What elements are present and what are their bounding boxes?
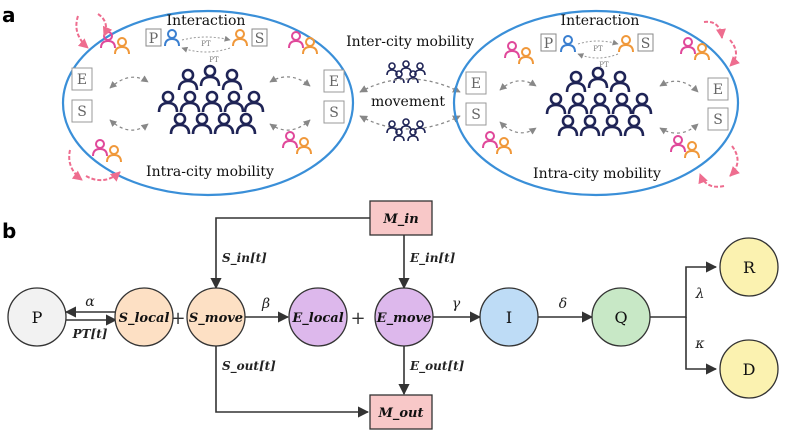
left-person-pair-icon <box>93 140 121 162</box>
right-city: Interaction P S PT PT E S E S Intra-city… <box>452 9 740 197</box>
svg-text:M_in: M_in <box>382 212 418 227</box>
left-person-pair-icon <box>283 132 311 154</box>
right-crowd-icon <box>547 68 651 136</box>
flow-edges <box>64 217 718 418</box>
small-person-icon <box>407 128 419 142</box>
label-s-out: S_out[t] <box>222 359 276 374</box>
edge-kappa <box>685 317 718 375</box>
left-box-e2: E <box>329 74 339 90</box>
node-p: P <box>7 287 67 347</box>
left-box-e: E <box>77 72 87 88</box>
panel-label-a: a <box>2 3 16 27</box>
right-box-s: S <box>641 36 651 52</box>
left-pink-arrow <box>68 149 83 181</box>
small-person-icon <box>393 128 405 142</box>
right-blue-person-icon <box>560 35 576 53</box>
left-blue-person-icon <box>164 29 180 47</box>
left-pink-arrow <box>97 13 113 37</box>
right-interaction-label: Interaction <box>561 13 640 29</box>
label-s-in: S_in[t] <box>222 251 267 266</box>
svg-text:R: R <box>743 258 756 277</box>
node-r: R <box>719 237 779 297</box>
node-m-out: M_out <box>369 394 433 430</box>
panel-label-b: b <box>2 219 16 243</box>
label-alpha: α <box>85 294 95 310</box>
right-pink-arrow <box>698 173 725 188</box>
right-person-pair-icon <box>505 42 533 64</box>
right-pink-arrow <box>729 145 740 177</box>
left-orange-person-icon <box>232 29 248 47</box>
movement-label: movement <box>371 94 445 110</box>
label-e-in: E_in[t] <box>409 251 456 266</box>
right-box-e2: E <box>713 82 723 98</box>
left-city: Interaction P S PT PT E S E S Intra-cit <box>61 9 355 197</box>
node-e-local: E_local <box>288 287 348 347</box>
plus-sign-e: + <box>350 308 365 329</box>
right-person-pair-icon <box>681 38 709 60</box>
node-s-move: S_move <box>186 287 246 347</box>
svg-text:S_move: S_move <box>189 311 243 326</box>
left-box-p: P <box>149 31 158 47</box>
left-pt-label-2: PT <box>209 56 219 64</box>
svg-text:E_move: E_move <box>376 311 432 326</box>
svg-text:Q: Q <box>614 308 627 327</box>
left-pink-arrow <box>75 15 89 49</box>
edge-s-out <box>215 346 370 418</box>
right-pt-label-2: PT <box>599 61 609 69</box>
left-pink-arrow <box>85 171 121 182</box>
node-q: Q <box>591 287 651 347</box>
inter-city-connector: Inter-city mobility movement <box>346 34 474 142</box>
plus-sign-s: + <box>170 308 185 329</box>
edge-lambda <box>650 261 718 318</box>
left-box-s2: S <box>77 104 87 120</box>
small-person-icon <box>407 70 419 84</box>
left-intra-city-label: Intra-city mobility <box>146 164 274 180</box>
right-pink-arrow <box>729 39 740 67</box>
svg-text:E_local: E_local <box>291 311 343 326</box>
svg-text:D: D <box>743 360 756 379</box>
right-intra-city-label: Intra-city mobility <box>533 166 661 182</box>
right-box-s2: S <box>471 107 481 123</box>
left-person-pair-icon <box>289 32 317 54</box>
label-lambda: λ <box>695 286 705 302</box>
label-delta: δ <box>559 296 567 312</box>
right-person-pair-icon <box>671 136 699 158</box>
svg-text:S_local: S_local <box>119 311 170 326</box>
label-e-out: E_out[t] <box>409 359 465 374</box>
edge-s-in <box>210 217 370 290</box>
label-gamma: γ <box>452 296 461 312</box>
node-d: D <box>719 339 779 399</box>
right-pink-arrow <box>703 20 726 39</box>
inter-city-label: Inter-city mobility <box>346 34 474 50</box>
left-box-s: S <box>255 31 265 47</box>
right-box-s3: S <box>713 112 723 128</box>
left-city-border <box>61 9 355 197</box>
label-beta: β <box>261 296 270 312</box>
node-e-move: E_move <box>374 287 434 347</box>
right-orange-person-icon <box>618 35 634 53</box>
left-crowd-icon <box>159 66 263 134</box>
left-pt-label-1: PT <box>201 40 211 48</box>
node-s-local: S_local <box>114 287 174 347</box>
right-pt-label-1: PT <box>593 45 603 53</box>
left-box-s3: S <box>329 105 339 121</box>
left-interaction-group: P S PT PT <box>145 28 268 64</box>
right-box-e: E <box>471 76 481 92</box>
svg-text:I: I <box>506 308 512 327</box>
left-interaction-label: Interaction <box>167 13 246 29</box>
svg-text:P: P <box>32 308 43 327</box>
right-person-pair-icon <box>483 132 511 154</box>
svg-text:M_out: M_out <box>377 406 423 421</box>
small-person-icon <box>400 60 412 74</box>
node-i: I <box>479 287 539 347</box>
right-box-p: P <box>544 36 553 52</box>
node-m-in: M_in <box>369 200 433 236</box>
small-person-icon <box>393 70 405 84</box>
label-kappa: κ <box>694 336 704 352</box>
right-city-border <box>452 9 740 197</box>
label-pt: PT[t] <box>72 327 108 341</box>
